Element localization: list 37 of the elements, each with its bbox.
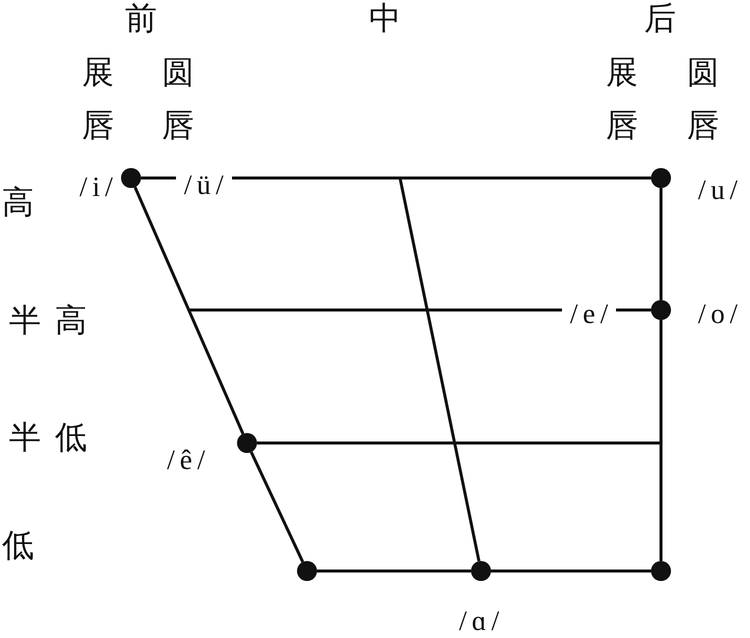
vowel-label: /i/ xyxy=(78,172,118,204)
chart-line xyxy=(317,570,471,572)
lip-shape-label: 展唇 xyxy=(81,53,116,145)
chart-line xyxy=(491,570,651,572)
column-header: 中 xyxy=(369,0,401,36)
vowel-dot xyxy=(651,561,671,581)
vowel-dot xyxy=(121,168,141,188)
chart-line xyxy=(232,176,651,180)
vowel-dot xyxy=(297,561,317,581)
lip-shape-label: 圆唇 xyxy=(686,53,720,145)
vowel-label: /ɑ/ xyxy=(458,606,504,638)
column-header: 后 xyxy=(644,0,676,36)
chart-line xyxy=(660,188,662,300)
tongue-height-label: 低 xyxy=(2,528,34,563)
vowel-dot xyxy=(471,561,491,581)
lip-shape-label: 圆唇 xyxy=(161,53,196,145)
chart-line xyxy=(257,442,661,444)
chart-line xyxy=(141,176,176,180)
chart-line xyxy=(660,320,662,561)
vowel-dot xyxy=(237,433,257,453)
chart-line xyxy=(250,451,304,563)
lip-shape-label: 展唇 xyxy=(605,53,640,145)
tongue-height-label: 半高 xyxy=(8,302,101,338)
tongue-height-label: 半低 xyxy=(8,420,101,455)
vowel-label: /e/ xyxy=(562,300,616,330)
chart-line xyxy=(398,178,480,562)
vowel-label: /o/ xyxy=(697,300,743,330)
chart-line xyxy=(134,186,244,434)
vowel-dot xyxy=(651,300,671,320)
vowel-dot xyxy=(651,168,671,188)
vowel-label: /ü/ xyxy=(176,170,232,202)
vowel-label: /u/ xyxy=(697,176,743,206)
column-header: 前 xyxy=(125,0,157,36)
tongue-height-label: 高 xyxy=(2,184,34,220)
chart-line xyxy=(616,308,651,312)
chart-line xyxy=(190,308,562,312)
vowel-label: /ê/ xyxy=(166,446,210,476)
